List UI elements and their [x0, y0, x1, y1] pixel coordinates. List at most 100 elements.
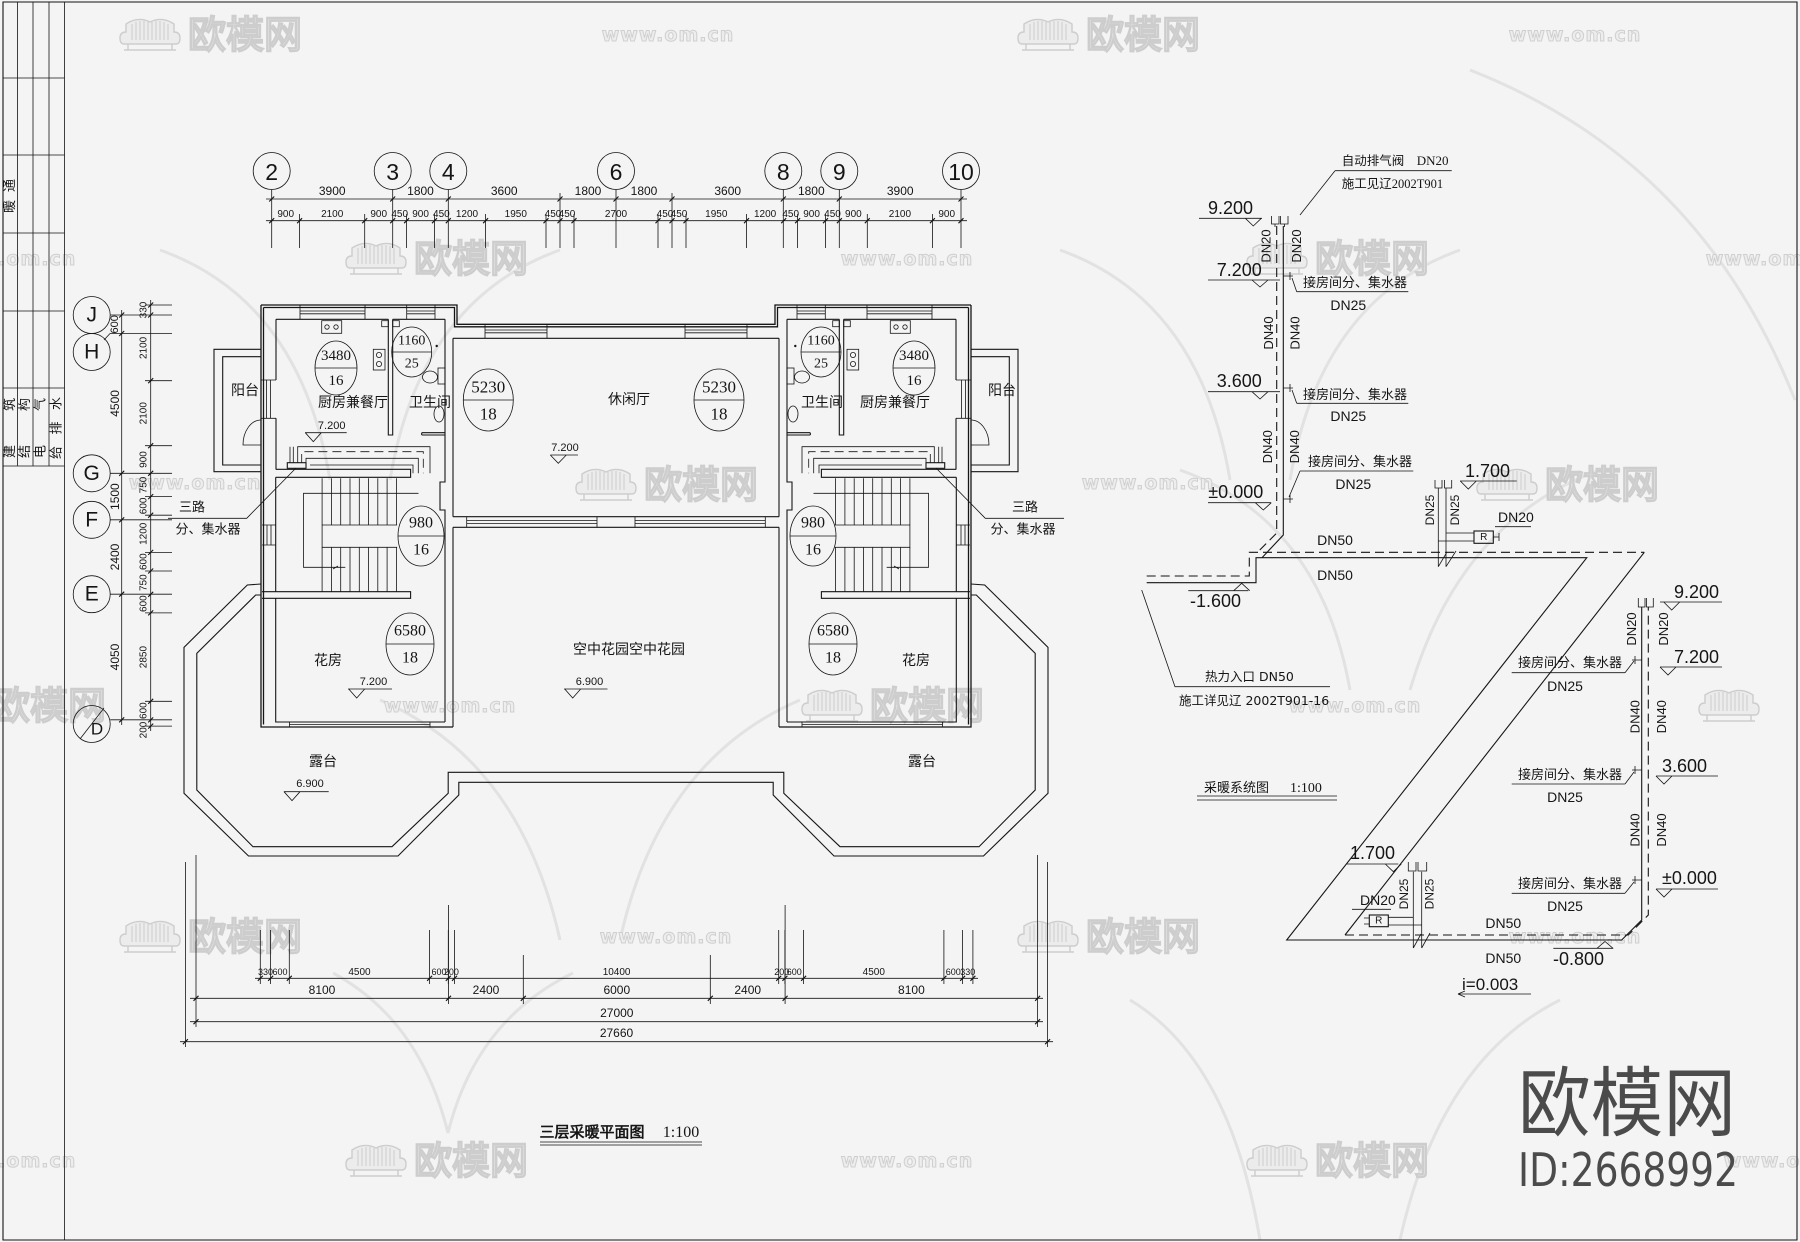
return-loop	[301, 451, 424, 474]
manifold-labels: 三路 分、集水器 三路 分、集水器	[175, 500, 1055, 538]
pipe-size-label: DN50	[1485, 915, 1521, 931]
heat-load-value: 1160	[807, 334, 834, 349]
burner	[375, 351, 382, 358]
elevation-symbol	[305, 432, 347, 443]
watermark-arc	[379, 698, 801, 941]
room-label-flower-room-left: 花房	[314, 653, 342, 669]
watermark-url: www.om.cn	[129, 472, 262, 494]
radiator-label: R	[1480, 532, 1487, 543]
dim-text: 200	[444, 967, 459, 977]
dim-text: 8100	[898, 983, 925, 997]
dimension-ticks	[118, 302, 154, 729]
kitchen-fixtures	[321, 320, 400, 371]
elevation-text: 3.600	[1217, 371, 1262, 391]
dim-text: 600	[272, 967, 287, 977]
heat-load-tag: 1160 25	[391, 326, 433, 378]
duct-icon	[392, 320, 400, 328]
brand-stamp: 欧模网 ID:2668992	[1518, 1059, 1738, 1197]
branch-label-underlines	[1296, 291, 1625, 894]
plan-elevation-marks: 7.200 7.200 7.200 6.900 6.900	[283, 420, 608, 802]
elevation-symbol	[283, 791, 329, 802]
watermark-url: www.om.cn	[1082, 472, 1215, 494]
watermark-arc	[1059, 248, 1461, 481]
plan-left-half	[168, 304, 616, 857]
watermark-logo-text: 欧模网	[188, 13, 302, 57]
heat-load-value: 1160	[398, 334, 425, 349]
dim-text: 2100	[139, 402, 150, 425]
dim-text: 1200	[754, 209, 777, 220]
title-strip-grid	[3, 2, 65, 1240]
watermark-logo-text: 欧模网	[414, 237, 528, 281]
air-vent-reference: 施工见辽2002T901	[1342, 177, 1443, 191]
heat-load-value: 3480	[321, 348, 351, 364]
axis-bubble	[72, 333, 111, 371]
axis-label: 2	[265, 159, 278, 185]
pipe-size-underline	[1352, 526, 1531, 910]
elevation-text: 7.200	[1217, 260, 1262, 280]
heat-load-count: 25	[405, 357, 419, 372]
watermark-arc	[332, 971, 574, 1134]
stair-treads	[321, 478, 397, 592]
heat-load-count: 16	[805, 542, 821, 559]
air-vent-icon	[1407, 862, 1428, 872]
room-label-sky-garden: 空中花园空中花园	[573, 642, 685, 658]
pipe-size-label: DN50	[1485, 950, 1521, 966]
branch-label: 接房间分、集水器	[1303, 275, 1407, 291]
sofa-logo-icon	[1017, 18, 1079, 51]
heat-load-tag: 980 16	[397, 505, 445, 567]
watermark-url: www.om.cn	[841, 248, 974, 270]
manifold-label-line2: 分、集水器	[990, 522, 1055, 538]
watermark-arc	[159, 248, 561, 481]
heat-load-tag: 1160 25	[800, 326, 842, 378]
dimension-lines	[180, 977, 1053, 1043]
kitchen-sink-icon	[321, 320, 343, 334]
sofa-logo-icon	[575, 468, 637, 501]
heat-load-count: 16	[329, 373, 345, 389]
dim-text: 200	[139, 721, 150, 738]
watermark-logo-text: 欧模网	[1315, 1139, 1429, 1183]
radiator-label: R	[1375, 916, 1382, 927]
dim-text: 900	[845, 209, 862, 220]
dim-text: 2400	[734, 983, 761, 997]
heat-load-count: 25	[814, 357, 828, 372]
plan-title: 三层采暖平面图	[539, 1123, 644, 1141]
heating-system-diagram: R R 9.200 7.200 3.600 ±0.000 -1.600 1.70…	[1141, 153, 1722, 998]
sofa-logo-icon	[1246, 1144, 1308, 1177]
manifold-label-line1: 三路	[179, 500, 205, 516]
room-label-terrace-left: 露台	[309, 754, 337, 770]
pipe-size-label: DN25	[1547, 678, 1583, 694]
dim-text: 2100	[889, 209, 912, 220]
watermark-arc	[1129, 998, 1561, 1241]
dim-text: 330	[258, 967, 273, 977]
pipe-size-label: DN25	[1448, 494, 1462, 525]
heat-load-tag: 5230 18	[693, 368, 745, 432]
dim-text: 1800	[407, 184, 434, 198]
dim-text: 450	[391, 209, 408, 220]
elevation-text: 7.200	[360, 676, 388, 688]
strip-label-structure: 结构	[18, 398, 33, 458]
pipe-size-label: DN40	[1628, 813, 1643, 846]
dim-text: 1500	[108, 483, 122, 510]
elevation-text: ±0.000	[1208, 482, 1263, 502]
duct-icon	[381, 320, 389, 328]
dim-text: 600	[109, 315, 121, 333]
manifold-icon	[286, 462, 307, 469]
system-title-underline	[1197, 795, 1337, 801]
pipe-size-label: DN20	[1624, 612, 1639, 645]
floor-plan: 3480 16 1160 25 5230 18 980 16	[168, 304, 1065, 1146]
axis-label: 3	[386, 159, 399, 185]
radiator-riser	[1437, 488, 1500, 567]
dim-text-overall: 27660	[600, 1026, 634, 1040]
dim-text: 450	[433, 209, 450, 220]
watermark-url: www.om.cn	[602, 24, 735, 46]
plan-scale: 1:100	[663, 1124, 699, 1141]
dim-text: 4050	[108, 643, 122, 670]
top-axis-grid: 2 3 4 6 8 9 10 3900 1800 3600 1800 1800 …	[252, 152, 980, 248]
dim-text: 600	[787, 967, 802, 977]
heat-load-tag: 980 16	[789, 505, 837, 567]
branch-label: 接房间分、集水器	[1308, 454, 1412, 470]
heat-load-count: 18	[480, 405, 497, 424]
elevation-text: 9.200	[1208, 198, 1253, 218]
dim-text: 200	[774, 967, 789, 977]
strip-label-architecture: 建筑	[2, 398, 18, 458]
